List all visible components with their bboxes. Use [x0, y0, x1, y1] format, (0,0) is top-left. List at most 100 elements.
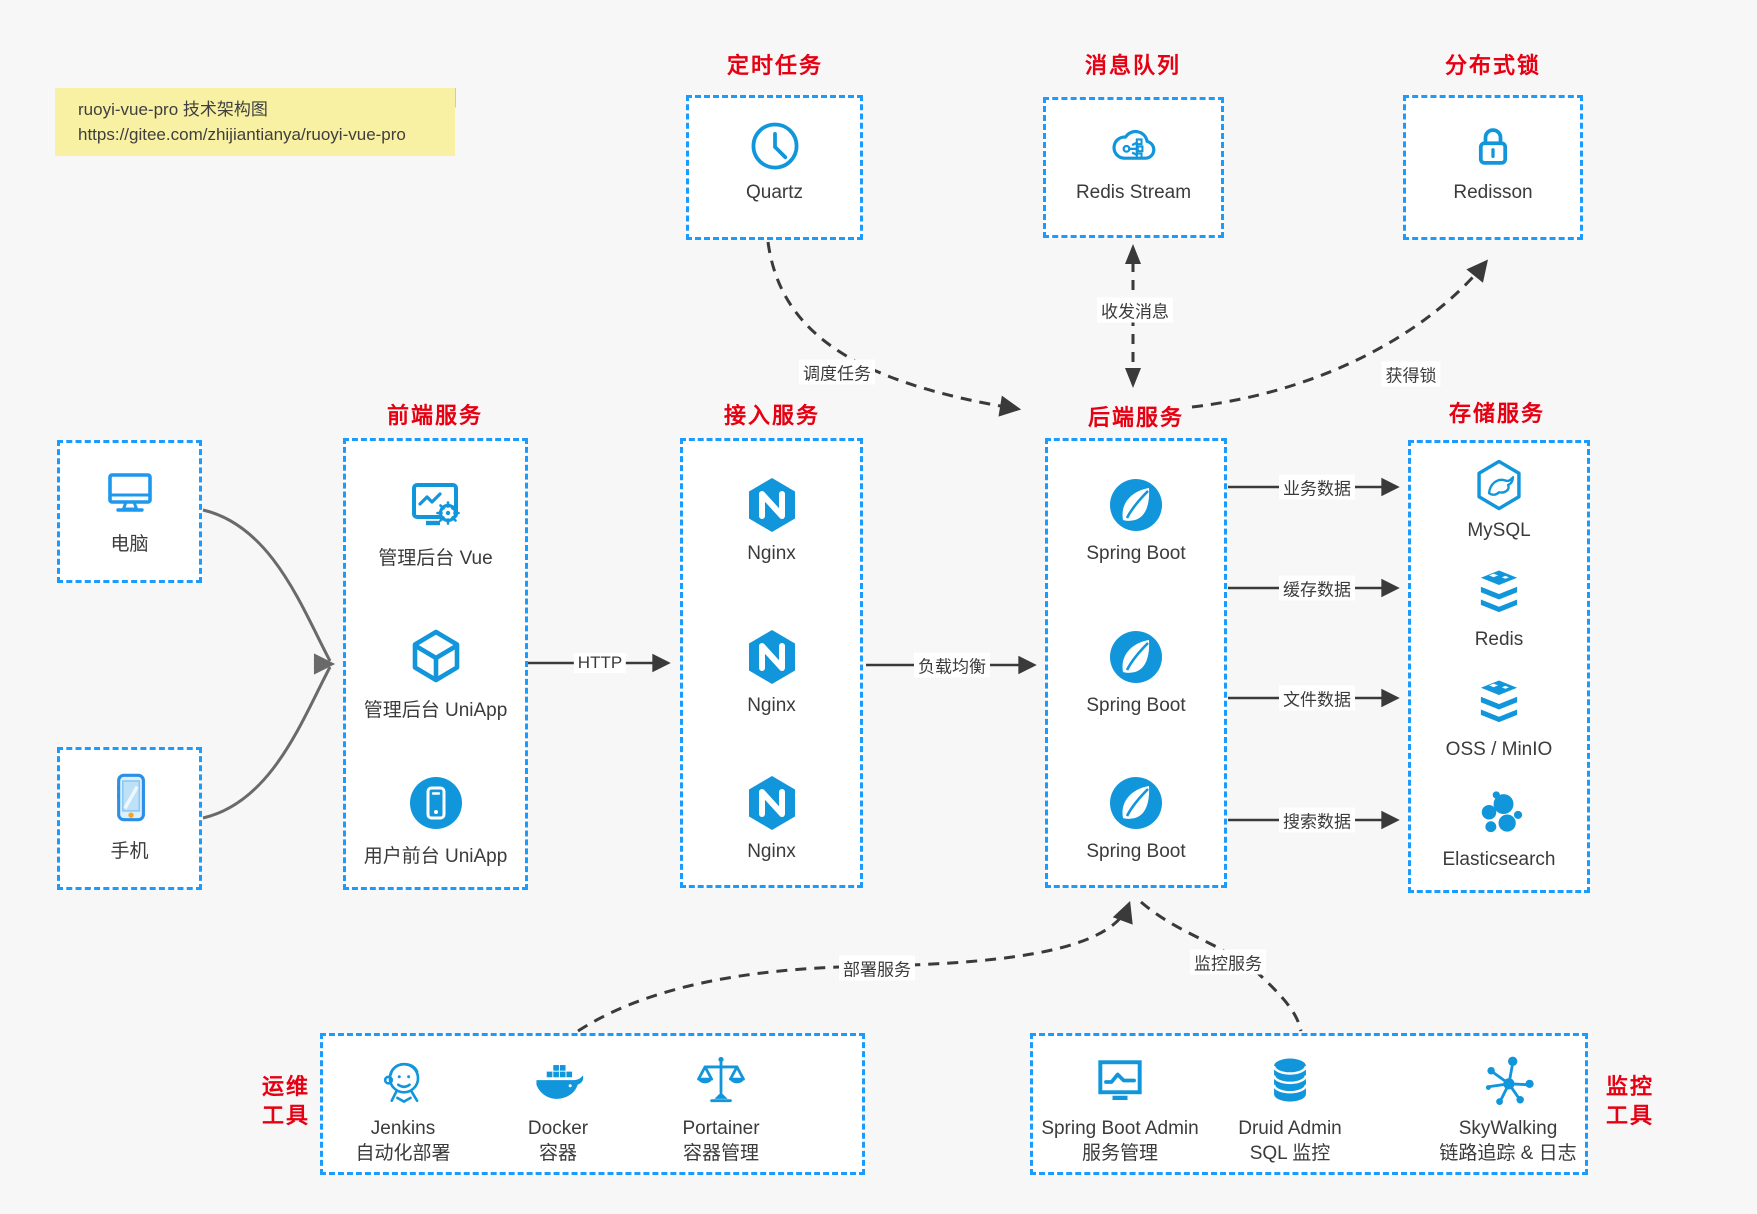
mysql-label: MySQL: [1467, 520, 1531, 541]
nginx-icon: [740, 771, 804, 835]
nginx-label-2: Nginx: [747, 695, 796, 716]
nginx-item-1: Nginx: [683, 473, 860, 565]
redis-label: Redis: [1474, 629, 1524, 650]
redisson-box: Redisson: [1403, 95, 1583, 240]
computer-to-frontend-line: [202, 508, 332, 662]
redis-item: Redis: [1411, 565, 1587, 651]
mobile-icon: [97, 764, 163, 830]
acquire-lock-label: 获得锁: [1381, 361, 1441, 387]
send-receive-message-label: 收发消息: [1097, 297, 1173, 323]
backend-title: 后端服务: [1087, 405, 1185, 430]
monitor-tools-title-line1: 监控: [1605, 1074, 1655, 1099]
phone-box: 手机: [57, 747, 202, 890]
elasticsearch-label: Elasticsearch: [1442, 849, 1556, 870]
topology-icon: [1478, 1051, 1538, 1111]
ops-tools-title-line1: 运维: [261, 1074, 311, 1099]
elasticsearch-icon: [1470, 785, 1528, 843]
minio-label: OSS / MinIO: [1445, 739, 1553, 760]
desktop-icon: [98, 459, 162, 523]
access-box: Nginx Nginx Nginx: [680, 438, 863, 888]
acquire-lock-flow: [1191, 259, 1489, 409]
spring-boot-item-1: Spring Boot: [1048, 473, 1224, 565]
frontend-box: 管理后台 Vue 管理后台 UniApp 用户前台 UniApp: [343, 438, 528, 890]
scheduled-task-title: 定时任务: [726, 53, 824, 78]
redisson-item: Redisson: [1406, 116, 1580, 204]
nginx-item-3: Nginx: [683, 771, 860, 863]
admin-vue-icon: [404, 473, 468, 537]
spring-boot-item-2: Spring Boot: [1048, 625, 1224, 717]
monitor-chart-icon: [1090, 1051, 1150, 1111]
admin-vue-label: 管理后台 Vue: [378, 548, 493, 569]
nginx-item-2: Nginx: [683, 625, 860, 717]
monitor-service-label: 监控服务: [1190, 949, 1266, 975]
redis-stream-item: Redis Stream: [1046, 116, 1221, 204]
spring-boot-label-1: Spring Boot: [1086, 543, 1186, 564]
nginx-label-1: Nginx: [747, 543, 796, 564]
redis-stream-label: Redis Stream: [1075, 182, 1192, 203]
spring-boot-icon: [1104, 771, 1168, 835]
admin-vue-item: 管理后台 Vue: [346, 473, 525, 570]
redis-stream-box: Redis Stream: [1043, 97, 1224, 238]
database-icon: [1260, 1051, 1320, 1111]
spring-boot-item-3: Spring Boot: [1048, 771, 1224, 863]
minio-icon: [1470, 675, 1528, 733]
uniapp-cube-icon: [404, 625, 468, 689]
computer-box: 电脑: [57, 440, 202, 583]
cloud-message-icon: [1104, 116, 1164, 176]
user-app-icon: [404, 771, 468, 835]
nginx-label-3: Nginx: [747, 841, 796, 862]
elasticsearch-item: Elasticsearch: [1411, 785, 1587, 871]
http-label: HTTP: [573, 653, 627, 673]
phone-item: 手机: [60, 764, 199, 863]
docker-icon: [528, 1051, 588, 1111]
nginx-icon: [740, 625, 804, 689]
spring-boot-icon: [1104, 625, 1168, 689]
mysql-icon: [1470, 456, 1528, 514]
user-uniapp-item: 用户前台 UniApp: [346, 771, 525, 868]
note-url: https://gitee.com/zhijiantianya/ruoyi-vu…: [78, 125, 406, 144]
cache-data-label: 缓存数据: [1279, 575, 1355, 601]
sticky-note: ruoyi-vue-pro 技术架构图 https://gitee.com/zh…: [55, 88, 455, 156]
message-flow-arrow-down: [1125, 368, 1141, 388]
spring-boot-label-2: Spring Boot: [1086, 695, 1186, 716]
clock-icon: [745, 116, 805, 176]
minio-item: OSS / MinIO: [1411, 675, 1587, 761]
computer-item: 电脑: [60, 459, 199, 556]
monitor-tools-title: 监控 工具: [1606, 1072, 1654, 1130]
monitor-tools-title-line2: 工具: [1605, 1103, 1655, 1128]
note-title: ruoyi-vue-pro 技术架构图: [78, 100, 268, 119]
jenkins-icon: [373, 1051, 433, 1111]
redisson-label: Redisson: [1453, 182, 1533, 203]
portainer-icon: [691, 1051, 751, 1111]
user-uniapp-label: 用户前台 UniApp: [363, 846, 508, 867]
message-flow-arrow-up: [1125, 244, 1141, 264]
quartz-item: Quartz: [689, 116, 860, 204]
storage-title: 存储服务: [1448, 401, 1546, 426]
frontend-title: 前端服务: [386, 403, 484, 428]
quartz-label: Quartz: [745, 182, 804, 203]
spring-boot-label-3: Spring Boot: [1086, 841, 1186, 862]
lock-icon: [1463, 116, 1523, 176]
message-queue-title: 消息队列: [1084, 53, 1182, 78]
admin-uniapp-item: 管理后台 UniApp: [346, 625, 525, 722]
backend-box: Spring Boot Spring Boot Spring Boot: [1045, 438, 1227, 888]
schedule-job-label: 调度任务: [799, 359, 875, 385]
mysql-item: MySQL: [1411, 456, 1587, 542]
distributed-lock-title: 分布式锁: [1444, 53, 1542, 78]
file-data-label: 文件数据: [1279, 685, 1355, 711]
phone-to-frontend-line: [202, 666, 332, 820]
access-title: 接入服务: [723, 403, 821, 428]
computer-label: 电脑: [110, 534, 149, 555]
admin-uniapp-label: 管理后台 UniApp: [363, 700, 508, 721]
load-balance-label: 负载均衡: [914, 652, 990, 678]
